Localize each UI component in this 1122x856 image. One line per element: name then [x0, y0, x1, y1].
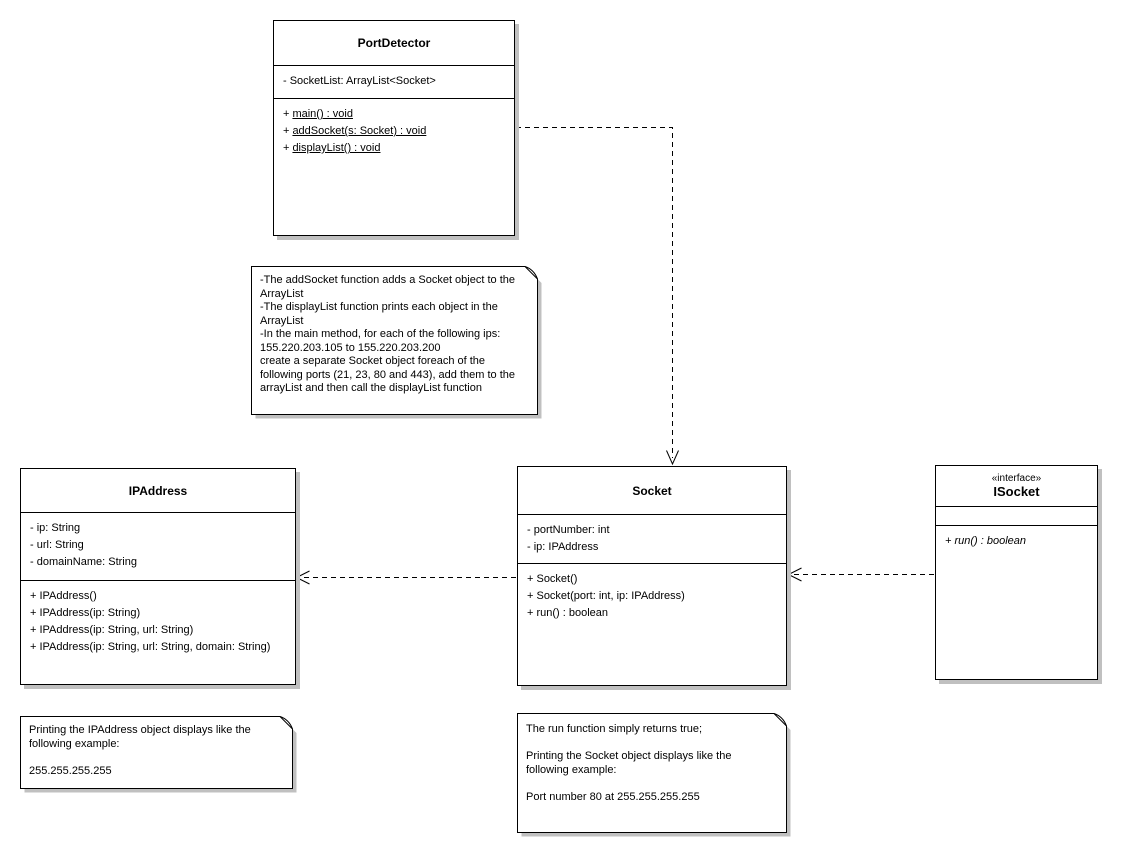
note-text: -The addSocket function adds a Socket ob… — [260, 274, 515, 394]
note-text: The run function simply returns true; Pr… — [526, 723, 732, 803]
class-name: IPAddress — [128, 483, 188, 498]
connector-socket-to-ipaddress — [295, 570, 516, 585]
class-name: ISocket — [993, 484, 1040, 499]
interface-isocket-methods: + run() : boolean — [936, 526, 1097, 679]
method-line: + IPAddress() — [30, 590, 97, 602]
interface-isocket: «interface» ISocket + run() : boolean — [935, 465, 1098, 680]
class-ipaddress-title: IPAddress — [21, 469, 295, 513]
interface-isocket-attributes — [936, 507, 1097, 526]
note-shape — [20, 716, 297, 793]
method-line: + Socket(port: int, ip: IPAddress) — [527, 590, 685, 602]
method-line: + run() : boolean — [527, 607, 609, 619]
class-socket-title: Socket — [518, 467, 786, 515]
note-shape — [251, 266, 542, 419]
method-line: + Socket() — [527, 573, 578, 585]
class-ipaddress-attributes: - ip: String - url: String - domainName:… — [21, 513, 295, 581]
class-ipaddress-methods: + IPAddress() + IPAddress(ip: String) + … — [21, 581, 295, 684]
note-text: Printing the IPAddress object displays l… — [29, 724, 251, 777]
attribute-line: - SocketList: ArrayList<Socket> — [283, 75, 436, 87]
class-ipaddress: IPAddress - ip: String - url: String - d… — [20, 468, 296, 685]
class-portdetector-methods: +main() : void +addSocket(s: Socket) : v… — [274, 99, 514, 235]
attribute-line: - domainName: String — [30, 556, 137, 568]
class-name: Socket — [632, 483, 672, 498]
class-name: PortDetector — [357, 36, 431, 50]
attribute-line: - ip: IPAddress — [527, 541, 599, 553]
note-socket: The run function simply returns true; Pr… — [517, 713, 791, 837]
stereotype-label: «interface» — [991, 473, 1042, 484]
method-line: +addSocket(s: Socket) : void — [283, 125, 427, 137]
method-line: +main() : void — [283, 108, 353, 120]
attribute-line: - portNumber: int — [527, 524, 610, 536]
note-ipaddress: Printing the IPAddress object displays l… — [20, 716, 297, 793]
method-line: +displayList() : void — [283, 142, 381, 154]
method-line: + IPAddress(ip: String, url: String, dom… — [30, 641, 271, 653]
note-shape — [517, 713, 791, 837]
class-portdetector: PortDetector - SocketList: ArrayList<Soc… — [273, 20, 515, 236]
note-portdetector: -The addSocket function adds a Socket ob… — [251, 266, 542, 419]
class-portdetector-attributes: - SocketList: ArrayList<Socket> — [274, 66, 514, 99]
class-socket-attributes: - portNumber: int - ip: IPAddress — [518, 515, 786, 564]
class-socket-methods: + Socket() + Socket(port: int, ip: IPAdd… — [518, 564, 786, 685]
attribute-line: - url: String — [30, 539, 84, 551]
class-portdetector-title: PortDetector — [274, 21, 514, 66]
method-line: + IPAddress(ip: String, url: String) — [30, 624, 194, 636]
method-line: + run() : boolean — [945, 535, 1027, 547]
connector-isocket-to-socket — [787, 567, 934, 582]
method-line: + IPAddress(ip: String) — [30, 607, 141, 619]
class-socket: Socket - portNumber: int - ip: IPAddress… — [517, 466, 787, 686]
attribute-line: - ip: String — [30, 522, 81, 534]
interface-isocket-title: «interface» ISocket — [936, 466, 1097, 507]
